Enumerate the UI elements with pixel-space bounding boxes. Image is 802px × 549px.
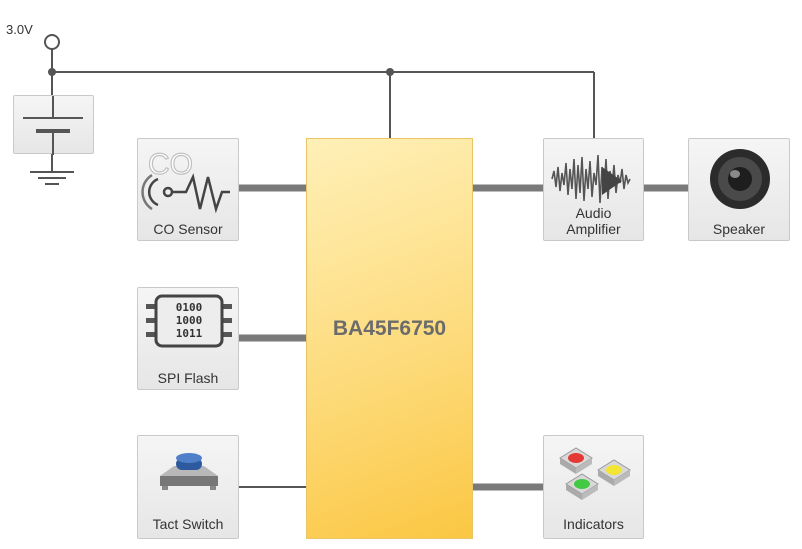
co-sensor-icon: CO (141, 147, 230, 214)
audio-amplifier-block: Audio Amplifier (543, 138, 644, 241)
flash-bits-row-2: 1000 (175, 314, 203, 327)
tact-switch-block: Tact Switch (137, 435, 239, 539)
co-sensor-block: CO CO Sensor (137, 138, 239, 241)
spi-flash-label: SPI Flash (157, 370, 219, 386)
red-led-icon (559, 447, 593, 474)
flash-bits-row-3: 1011 (175, 327, 203, 340)
speaker-block: Speaker (688, 138, 790, 241)
tact-switch-label: Tact Switch (152, 516, 224, 532)
audio-amplifier-label-line2: Amplifier (566, 221, 621, 237)
speaker-label: Speaker (712, 221, 766, 237)
battery-icon (23, 96, 83, 155)
tact-switch-icon (160, 453, 218, 490)
mcu-label: BA45F6750 (332, 317, 447, 340)
co-sensor-label: CO Sensor (153, 221, 223, 237)
supply-voltage-label: 3.0V (6, 22, 33, 37)
battery-block (13, 95, 94, 155)
flash-chip-icon (146, 294, 232, 348)
rail-junction-left (48, 68, 56, 76)
mcu-block: BA45F6750 (306, 138, 473, 539)
co-sensor-icon-text: CO (148, 148, 193, 181)
indicators-label: Indicators (563, 516, 624, 532)
flash-bits-row-1: 0100 (175, 301, 203, 314)
supply-terminal (44, 34, 60, 50)
green-led-icon (565, 473, 599, 500)
spi-flash-block: 0100 1000 1011 SPI Flash (137, 287, 239, 390)
audio-amplifier-label-line1: Audio (575, 205, 612, 221)
indicators-block: Indicators (543, 435, 644, 539)
led-indicators-icon (559, 447, 631, 500)
audio-waveform-icon (551, 154, 631, 204)
yellow-led-icon (597, 459, 631, 486)
speaker-icon (710, 149, 770, 209)
